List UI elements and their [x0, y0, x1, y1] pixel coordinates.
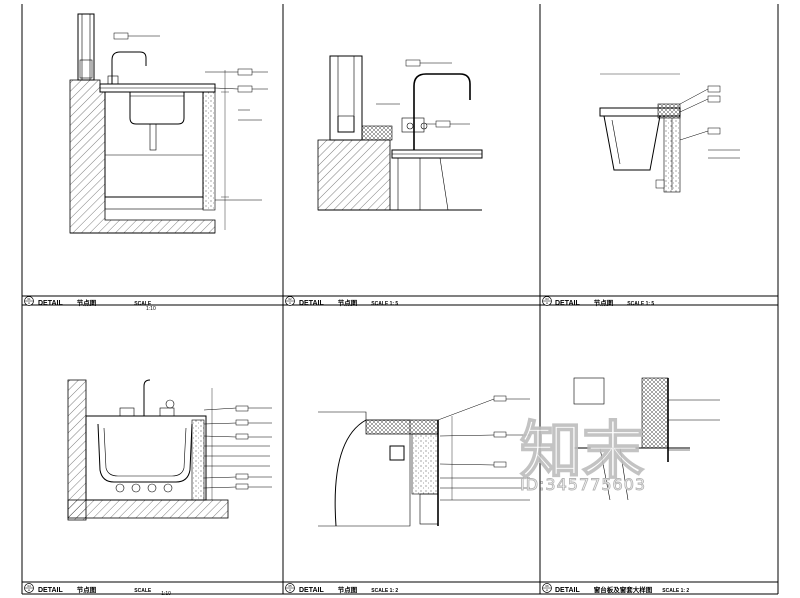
symbol-number: 05 [288, 584, 292, 588]
material-tag-icon [113, 32, 268, 201]
detail-drawing-1 [69, 13, 268, 234]
panel-title-1: DETAIL 节点图 SCALE [38, 297, 151, 307]
detail-label: DETAIL [555, 587, 580, 594]
detail-name: 节点图 [337, 299, 358, 307]
watermark-brand: 知末 [520, 414, 644, 487]
symbol-number: 06 [545, 584, 549, 588]
symbol-sheet: A [289, 301, 291, 305]
detail-scale: SCALE 1: 5 [627, 301, 655, 307]
watermark: 知末 ID:345775603 [519, 413, 646, 494]
symbol-number: 03 [545, 297, 549, 301]
symbol-sheet: A [546, 301, 548, 305]
detail-section-symbol: 04A [24, 583, 34, 593]
panel-title-6: DETAIL 窗台板及窗套大样图 SCALE 1: 2 [555, 584, 689, 594]
title-strip-row-1: DETAIL 节点图 SCALE DETAIL 节点图 SCALE 1: 5 D… [0, 296, 800, 307]
panel-title-2: DETAIL 节点图 SCALE 1: 5 [299, 297, 398, 307]
detail-label: DETAIL [38, 300, 63, 307]
detail-section-symbol: 01A [24, 296, 34, 306]
symbol-sheet: A [289, 588, 291, 592]
detail-drawing-6 [573, 377, 720, 501]
symbol-number: 04 [27, 584, 31, 588]
detail-scale-value: 1:10 [161, 591, 171, 597]
sheet-frame [21, 4, 779, 595]
detail-section-symbol: 02A [285, 296, 295, 306]
detail-drawing-2 [317, 55, 483, 211]
detail-section-symbol: 06A [542, 583, 552, 593]
material-tag-icon [437, 395, 530, 501]
detail-section-symbol: 03A [542, 296, 552, 306]
symbol-number: 01 [27, 297, 31, 301]
detail-scale: SCALE [134, 588, 152, 594]
detail-scale: SCALE 1: 5 [371, 301, 399, 307]
panel-title-5: DETAIL 节点图 SCALE 1: 2 [299, 584, 398, 594]
detail-scale: SCALE [134, 301, 152, 307]
symbol-sheet: A [28, 588, 30, 592]
panel-title-4: DETAIL 节点图 SCALE 1:10 [38, 584, 171, 597]
material-tag-icon [668, 399, 720, 451]
detail-drawing-5 [318, 395, 530, 527]
detail-name: 节点图 [76, 586, 97, 594]
detail-name: 节点图 [76, 299, 97, 307]
detail-label: DETAIL [299, 587, 324, 594]
detail-name: 窗台板及窗套大样图 [593, 586, 653, 594]
detail-label: DETAIL [299, 300, 324, 307]
detail-section-symbol: 05A [285, 583, 295, 593]
watermark-id: ID:345775603 [520, 475, 646, 494]
detail-label: DETAIL [38, 587, 63, 594]
detail-scale: SCALE 1: 2 [662, 588, 690, 594]
scale-sub-1: 1:10 [146, 306, 156, 312]
symbol-sheet: A [28, 301, 30, 305]
symbol-number: 02 [288, 297, 292, 301]
detail-scale: SCALE 1: 2 [371, 588, 399, 594]
detail-name: 节点图 [337, 586, 358, 594]
detail-drawing-4 [67, 379, 272, 521]
detail-label: DETAIL [555, 300, 580, 307]
panel-title-3: DETAIL 节点图 SCALE 1: 5 [555, 297, 654, 307]
title-strip-row-2: DETAIL 节点图 SCALE 1:10 DETAIL 节点图 SCALE 1… [0, 583, 800, 597]
detail-name: 节点图 [593, 299, 614, 307]
detail-drawing-3 [599, 73, 740, 193]
symbol-sheet: A [546, 588, 548, 592]
material-tag-icon [203, 405, 272, 490]
